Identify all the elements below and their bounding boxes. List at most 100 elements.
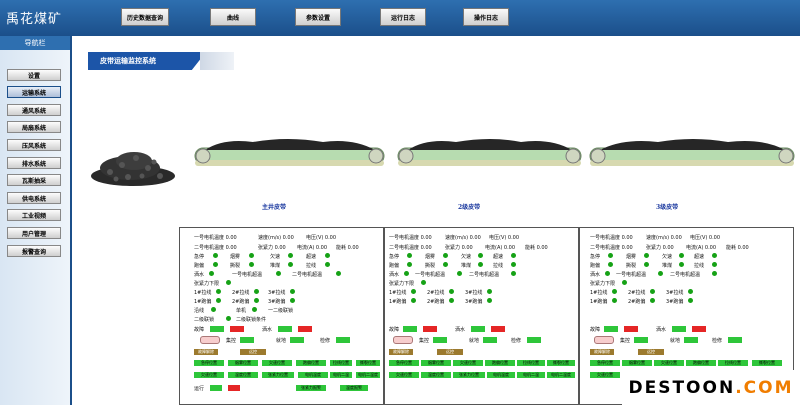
status-led [457,271,462,276]
remote-button[interactable]: 远控 [638,349,664,355]
run-label: 运行 [194,386,205,392]
alarm-position: 拉线位置 [517,360,545,366]
status-led [213,253,218,258]
status-led [622,280,627,285]
fault-reset-button[interactable]: 故障解除 [590,349,614,355]
energy: 能耗 0.00 [525,245,548,251]
operation-log-button[interactable]: 操作日志 [463,8,509,26]
alarm-position: 撕裂位置 [547,360,575,366]
sidebar-item-transport[interactable]: 运输系统 [7,86,61,98]
status-led [511,271,516,276]
mode-toggle[interactable] [200,336,220,344]
history-query-button[interactable]: 历史数据查询 [121,8,169,26]
tension: 张紧力 0.00 [646,245,674,251]
sidebar-title: 导航栏 [0,36,70,50]
status-label: 烟雾 [230,254,241,260]
sidebar-item-gas-drainage[interactable]: 瓦斯抽采 [7,174,61,186]
belt-label-main: 主井皮带 [262,204,287,211]
alarm-position: 跑偏位置 [686,360,716,366]
sidebar-item-ventilation[interactable]: 通风系统 [7,104,61,116]
status-led [213,262,218,267]
sprinkler-alarm-indicator [491,326,505,332]
status-label: 二级联锁 [194,317,215,323]
mode-toggle[interactable] [393,336,413,344]
status-label: 一二级联锁 [268,308,294,314]
status-led [226,280,231,285]
status-label: 洒水 [194,272,205,278]
status-label: 洒水 [590,272,601,278]
alarm-position: 烟雾位置 [421,360,451,366]
status-label: 烟雾 [626,254,637,260]
alarm-position: 电机二温 [330,372,352,378]
fault-ok-indicator [604,326,618,332]
conveyor-level-2 [397,139,582,166]
sidebar-item-compressed-air[interactable]: 压风系统 [7,139,61,151]
status-led [679,262,684,267]
maintenance-indicator [527,337,541,343]
remote-button[interactable]: 远控 [437,349,463,355]
status-label: 烟雾 [425,254,436,260]
parameter-settings-button[interactable]: 参数设置 [295,8,341,26]
sidebar-item-video[interactable]: 工业视频 [7,209,61,221]
voltage: 电压(V) 0.00 [690,235,721,241]
sidebar-item-power[interactable]: 供电系统 [7,192,61,204]
status-label: 二号电机超温 [469,272,500,278]
sidebar-item-users[interactable]: 用户管理 [7,227,61,239]
status-label: 超速 [493,254,504,260]
status-label: 超速 [306,254,317,260]
remote-button[interactable]: 远控 [240,349,266,355]
status-label: 跑偏 [590,263,601,269]
sidebar-item-alarm-query[interactable]: 报警查询 [7,245,61,257]
maintenance-label: 检修 [712,338,723,344]
run-log-button[interactable]: 运行日志 [380,8,426,26]
status-label: 欠速 [461,254,472,260]
sprinkler-alarm-indicator [692,326,706,332]
conveyor-level-3 [589,139,795,166]
status-led [249,262,254,267]
status-label: 二号电机超温 [292,272,323,278]
voltage: 电压(V) 0.00 [489,235,520,241]
status-label: 堆煤 [270,263,281,269]
sprinkler-alarm-indicator [298,326,312,332]
status-led [288,253,293,258]
motor1-temp: 一号电机温度 0.00 [194,235,237,241]
status-led [216,298,221,303]
alarm-position: 电机二温 [517,372,545,378]
status-led [487,289,492,294]
status-label: 欠速 [270,254,281,260]
sprinkler-ok-indicator [471,326,485,332]
curve-button[interactable]: 曲线 [210,8,256,26]
status-label: 1#跑偏 [389,299,407,305]
alarm-position: 欠速位置 [194,372,224,378]
status-led [605,271,610,276]
status-led [211,307,216,312]
mode-toggle[interactable] [594,336,614,344]
sidebar-item-settings[interactable]: 设置 [7,69,61,81]
status-led [209,271,214,276]
motor1-temp: 一号电机温度 0.00 [590,235,633,241]
tension: 张紧力 0.00 [445,245,473,251]
status-label: 3#跑偏 [268,299,286,305]
status-label: 堆煤 [461,263,472,269]
status-label: 1#拉线 [590,290,608,296]
watermark-logo: DESTOON.COM [622,370,800,405]
page-title: 皮带运输监控系统 [88,52,206,70]
sidebar-item-local-fan[interactable]: 局扇系统 [7,121,61,133]
status-label: 单机 [236,308,247,314]
status-label: 1#跑偏 [590,299,608,305]
status-led [325,262,330,267]
status-label: 一号电机超温 [616,272,647,278]
status-label: 3#跑偏 [666,299,684,305]
status-label: 二级联锁条件 [236,317,267,323]
sidebar-item-drainage[interactable]: 排水系统 [7,157,61,169]
alarm-position: 电机温度 [487,372,515,378]
sprinkler-ok-indicator [672,326,686,332]
speed: 速度(m/s) 0.00 [646,235,682,241]
voltage: 电压(V) 0.00 [306,235,337,241]
fault-reset-button[interactable]: 故障解除 [389,349,413,355]
watermark-suffix: .COM [735,377,794,398]
current: 电流(A) 0.00 [686,245,717,251]
fault-reset-button[interactable]: 故障解除 [194,349,218,355]
status-label: 撕裂 [425,263,436,269]
alarm-position: 跑偏位置 [485,360,515,366]
